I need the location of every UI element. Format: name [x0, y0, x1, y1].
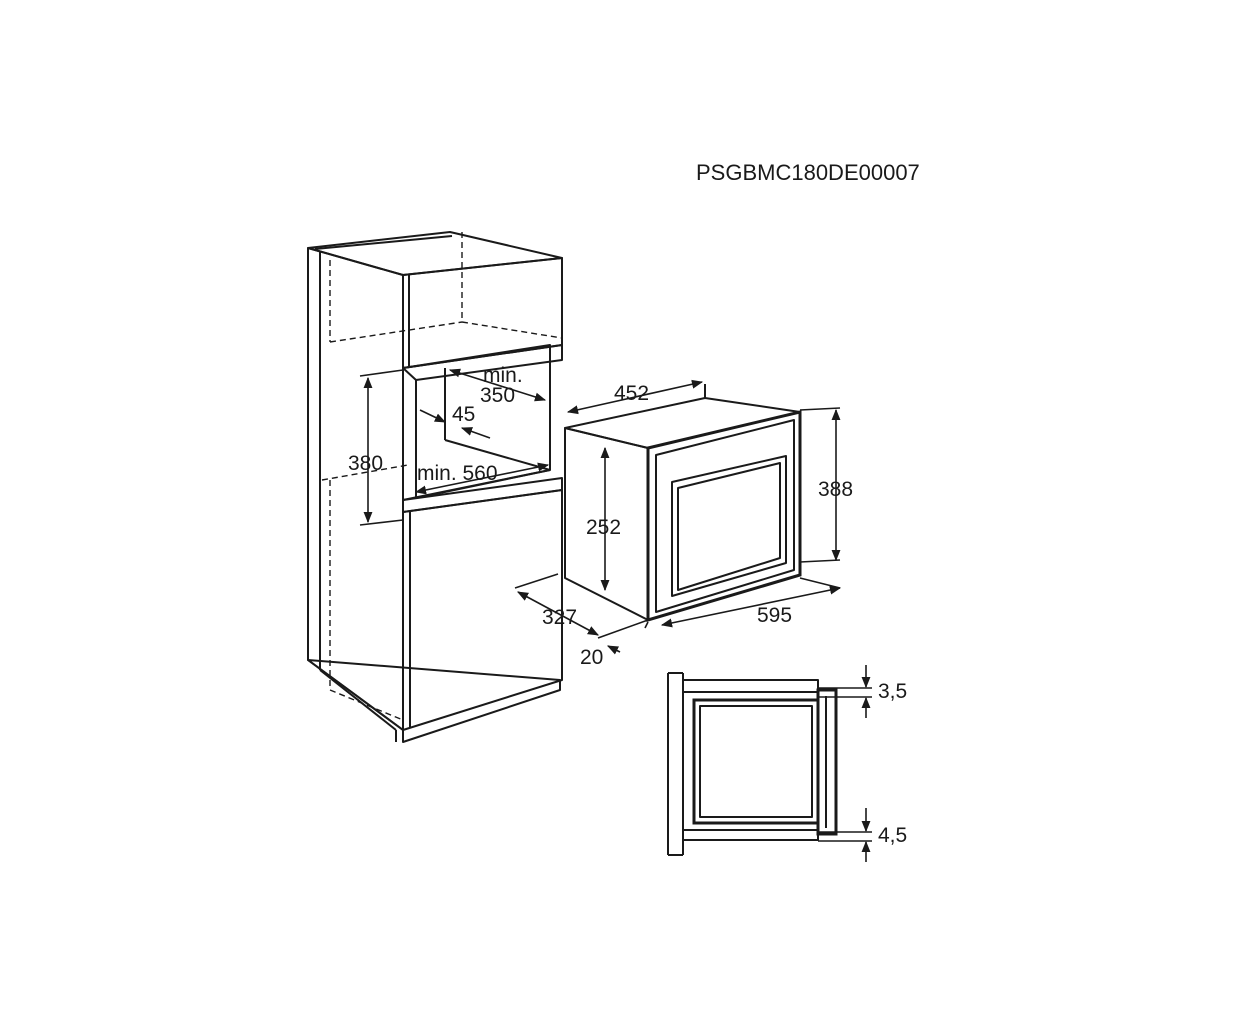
appliance-body-height-label: 252 — [586, 516, 621, 539]
side-section-drawing — [667, 672, 838, 856]
niche-depth-label: 350 — [480, 384, 515, 407]
appliance-drawing — [564, 384, 802, 623]
appliance-height-label: 388 — [818, 478, 853, 501]
appliance-depth-label: 452 — [614, 382, 649, 405]
niche-min-width-label: min. 560 — [417, 462, 498, 485]
cabinet-drawing — [307, 231, 563, 743]
appliance-dimension-lines — [514, 379, 842, 655]
appliance-body-depth-label: 327 — [542, 606, 577, 629]
niche-min-label: min. — [483, 364, 523, 387]
model-code: PSGBMC180DE00007 — [696, 160, 920, 185]
section-top-gap-label: 3,5 — [878, 680, 907, 703]
niche-gap-label: 45 — [452, 403, 475, 426]
cabinet-dimension-lines — [359, 368, 550, 526]
niche-height-label: 380 — [348, 452, 383, 475]
side-section-dimension-lines — [818, 665, 872, 862]
appliance-width-label: 595 — [757, 604, 792, 627]
appliance-front-offset-label: 20 — [580, 646, 603, 669]
section-bottom-gap-label: 4,5 — [878, 824, 907, 847]
